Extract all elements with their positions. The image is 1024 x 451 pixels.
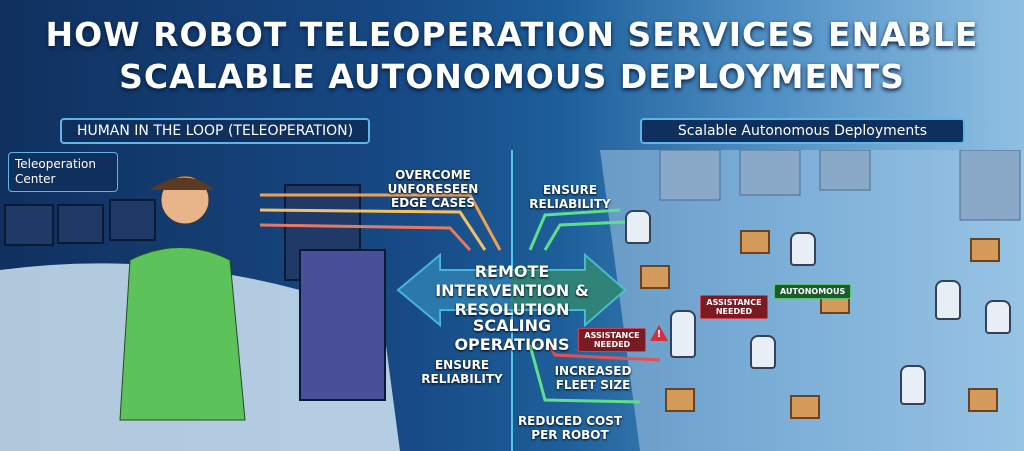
- teleoperation-center-label: Teleoperation Center: [8, 152, 118, 192]
- robot: [985, 300, 1011, 334]
- assistance-needed-badge: ASSISTANCE NEEDED: [578, 328, 646, 352]
- robot: [935, 280, 961, 320]
- reduced-cost-label: REDUCED COST PER ROBOT: [517, 414, 623, 442]
- title-line-1: HOW ROBOT TELEOPERATION SERVICES ENABLE: [45, 15, 979, 54]
- warehouse-shelves: [659, 150, 1021, 221]
- cargo-box: [970, 238, 1000, 262]
- cargo-box: [665, 388, 695, 412]
- left-panel-label: HUMAN IN THE LOOP (TELEOPERATION): [60, 118, 370, 144]
- increased-fleet-size-label: INCREASED FLEET SIZE: [554, 364, 632, 392]
- remote-intervention-label: REMOTE INTERVENTION & RESOLUTION: [435, 262, 589, 319]
- assistance-needed-badge-2: ASSISTANCE NEEDED: [700, 295, 768, 319]
- robot: [750, 335, 776, 369]
- cargo-box: [968, 388, 998, 412]
- cargo-box: [740, 230, 770, 254]
- cargo-box: [640, 265, 670, 289]
- right-panel-label: Scalable Autonomous Deployments: [640, 118, 965, 144]
- scaling-operations-label: SCALING OPERATIONS: [454, 316, 570, 354]
- ensure-reliability-bottom-label: ENSURE RELIABILITY: [421, 358, 503, 386]
- robot: [900, 365, 926, 405]
- cargo-box: [790, 395, 820, 419]
- title-line-2: SCALABLE AUTONOMOUS DEPLOYMENTS: [119, 57, 905, 96]
- autonomous-badge: AUTONOMOUS: [774, 284, 852, 299]
- robot: [670, 310, 696, 358]
- overcome-edge-cases-label: OVERCOME UNFORESEEN EDGE CASES: [387, 168, 479, 210]
- ensure-reliability-top-label: ENSURE RELIABILITY: [529, 183, 611, 211]
- robot: [790, 232, 816, 266]
- page-title: HOW ROBOT TELEOPERATION SERVICES ENABLE …: [0, 14, 1024, 98]
- operator-figure: [119, 175, 246, 421]
- illustration: [0, 150, 1024, 451]
- monitors: [4, 184, 386, 401]
- robot: [625, 210, 651, 244]
